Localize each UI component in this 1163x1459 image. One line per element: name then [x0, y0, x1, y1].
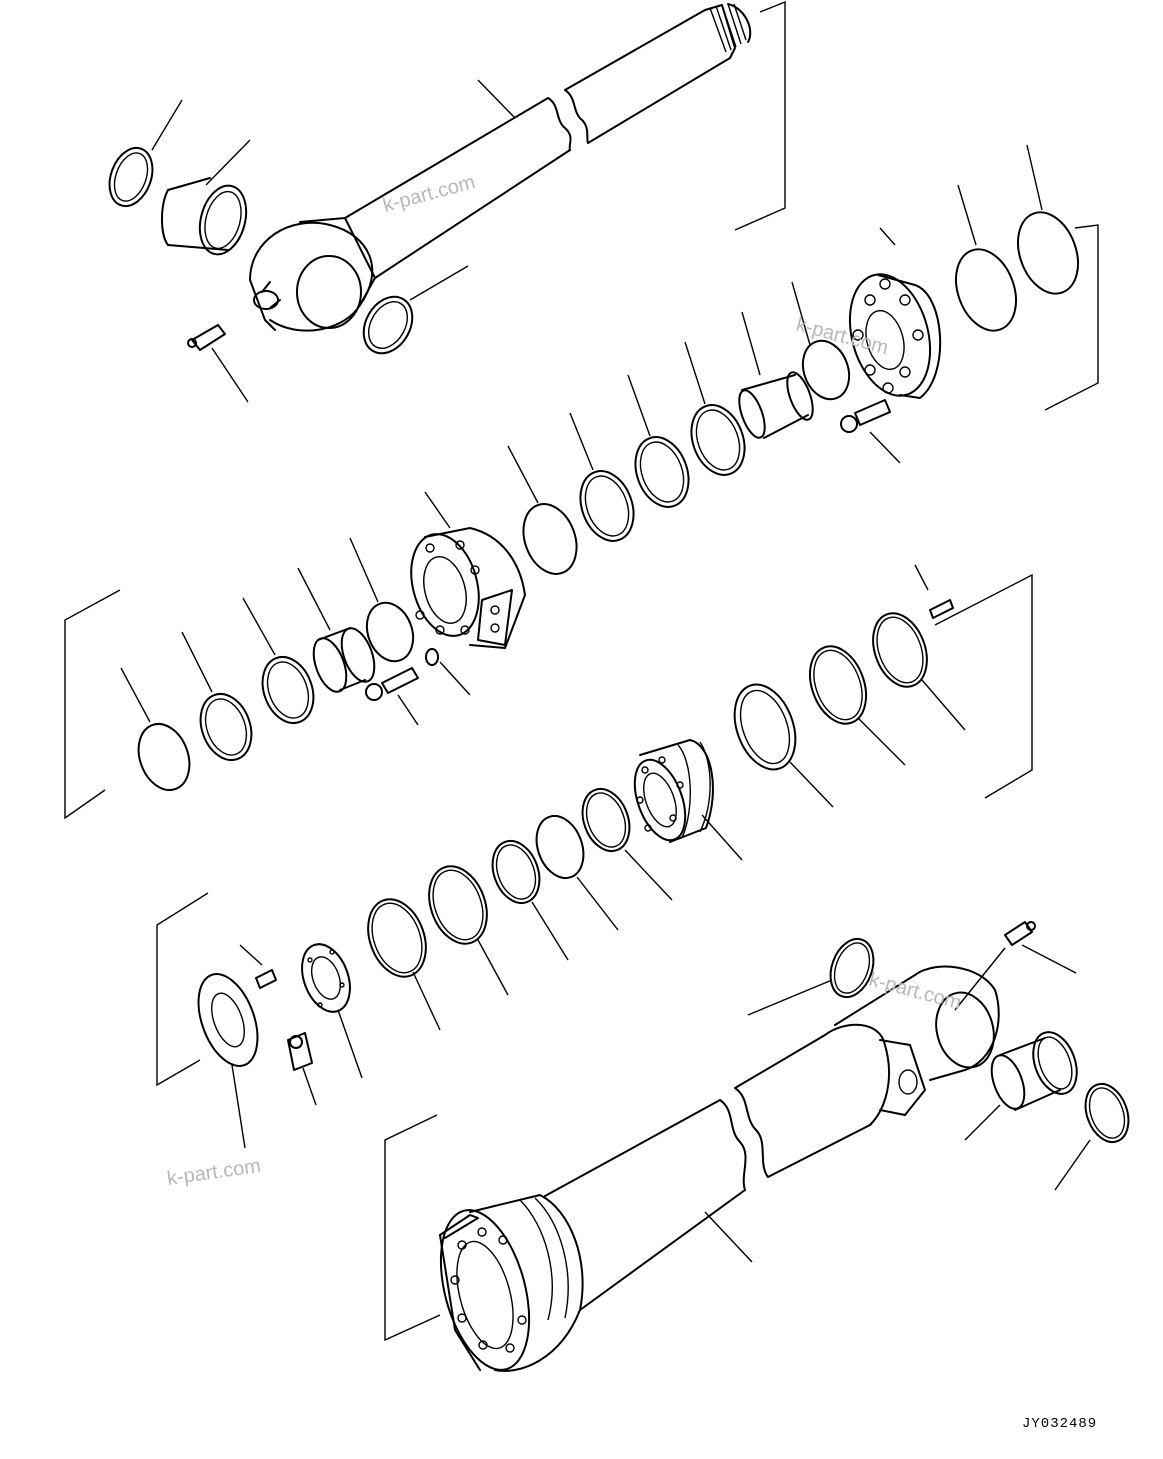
pin-small — [914, 564, 954, 619]
bracket-bottom — [384, 1114, 441, 1342]
rod-seal-2 — [569, 412, 635, 542]
bracket-right-mid — [934, 573, 1033, 799]
bushing-clevis — [964, 1031, 1078, 1141]
piston-rod — [249, 3, 752, 332]
watermark-4: k-part.com — [166, 1155, 263, 1190]
rod-seal-1 — [627, 374, 690, 508]
snap-ring-clevis — [747, 937, 875, 1016]
piston — [633, 739, 743, 861]
seal-gland-1 — [242, 597, 315, 724]
piston-seal — [733, 683, 834, 808]
pin-lower — [239, 944, 277, 989]
lock-tab — [287, 1032, 317, 1106]
piston-wear-ring — [808, 645, 906, 766]
o-ring-seal-3 — [507, 445, 578, 575]
snap-ring-clevis-2 — [1054, 1082, 1130, 1191]
o-ring-lower-2 — [535, 815, 619, 931]
gland-housing — [410, 491, 526, 649]
bracket-left-mid — [64, 589, 121, 820]
bracket-top-rod — [734, 0, 786, 231]
seal-lower-1 — [581, 788, 673, 901]
bushing-head — [738, 311, 814, 439]
seal-gland-2 — [181, 631, 253, 761]
cylinder-head-flange — [848, 227, 942, 399]
piston-ring-1 — [872, 612, 966, 731]
buffer-ring-1 — [684, 341, 746, 476]
snap-ring-upper-left — [108, 99, 183, 208]
o-ring-head-1 — [955, 184, 1017, 332]
seal-lower-large — [367, 898, 441, 1031]
snap-ring-gland-2 — [120, 667, 191, 791]
end-plate — [197, 973, 259, 1149]
grease-fitting-upper — [187, 324, 249, 403]
bolt-head — [840, 399, 901, 464]
drawing-code: JY032489 — [1022, 1416, 1097, 1432]
seal-lower-3 — [491, 840, 569, 961]
seal-ring-rod-eye — [362, 265, 469, 355]
bolt-gland — [365, 667, 419, 726]
watermark-1: k-part.com — [381, 171, 478, 217]
grease-fitting-lower — [954, 921, 1077, 1011]
snap-ring-gland — [349, 537, 415, 663]
o-ring-head-2 — [1017, 144, 1079, 295]
piston-ring-lower — [428, 865, 509, 996]
retainer-plate — [301, 943, 363, 1079]
bushing-gland — [297, 567, 376, 693]
washer-small — [425, 648, 471, 696]
bracket-head — [1044, 224, 1099, 411]
bracket-left-lower — [156, 892, 209, 1087]
cylinder-tube — [439, 965, 1000, 1372]
snap-ring-head — [791, 281, 851, 401]
bushing-upper-left — [161, 139, 251, 256]
